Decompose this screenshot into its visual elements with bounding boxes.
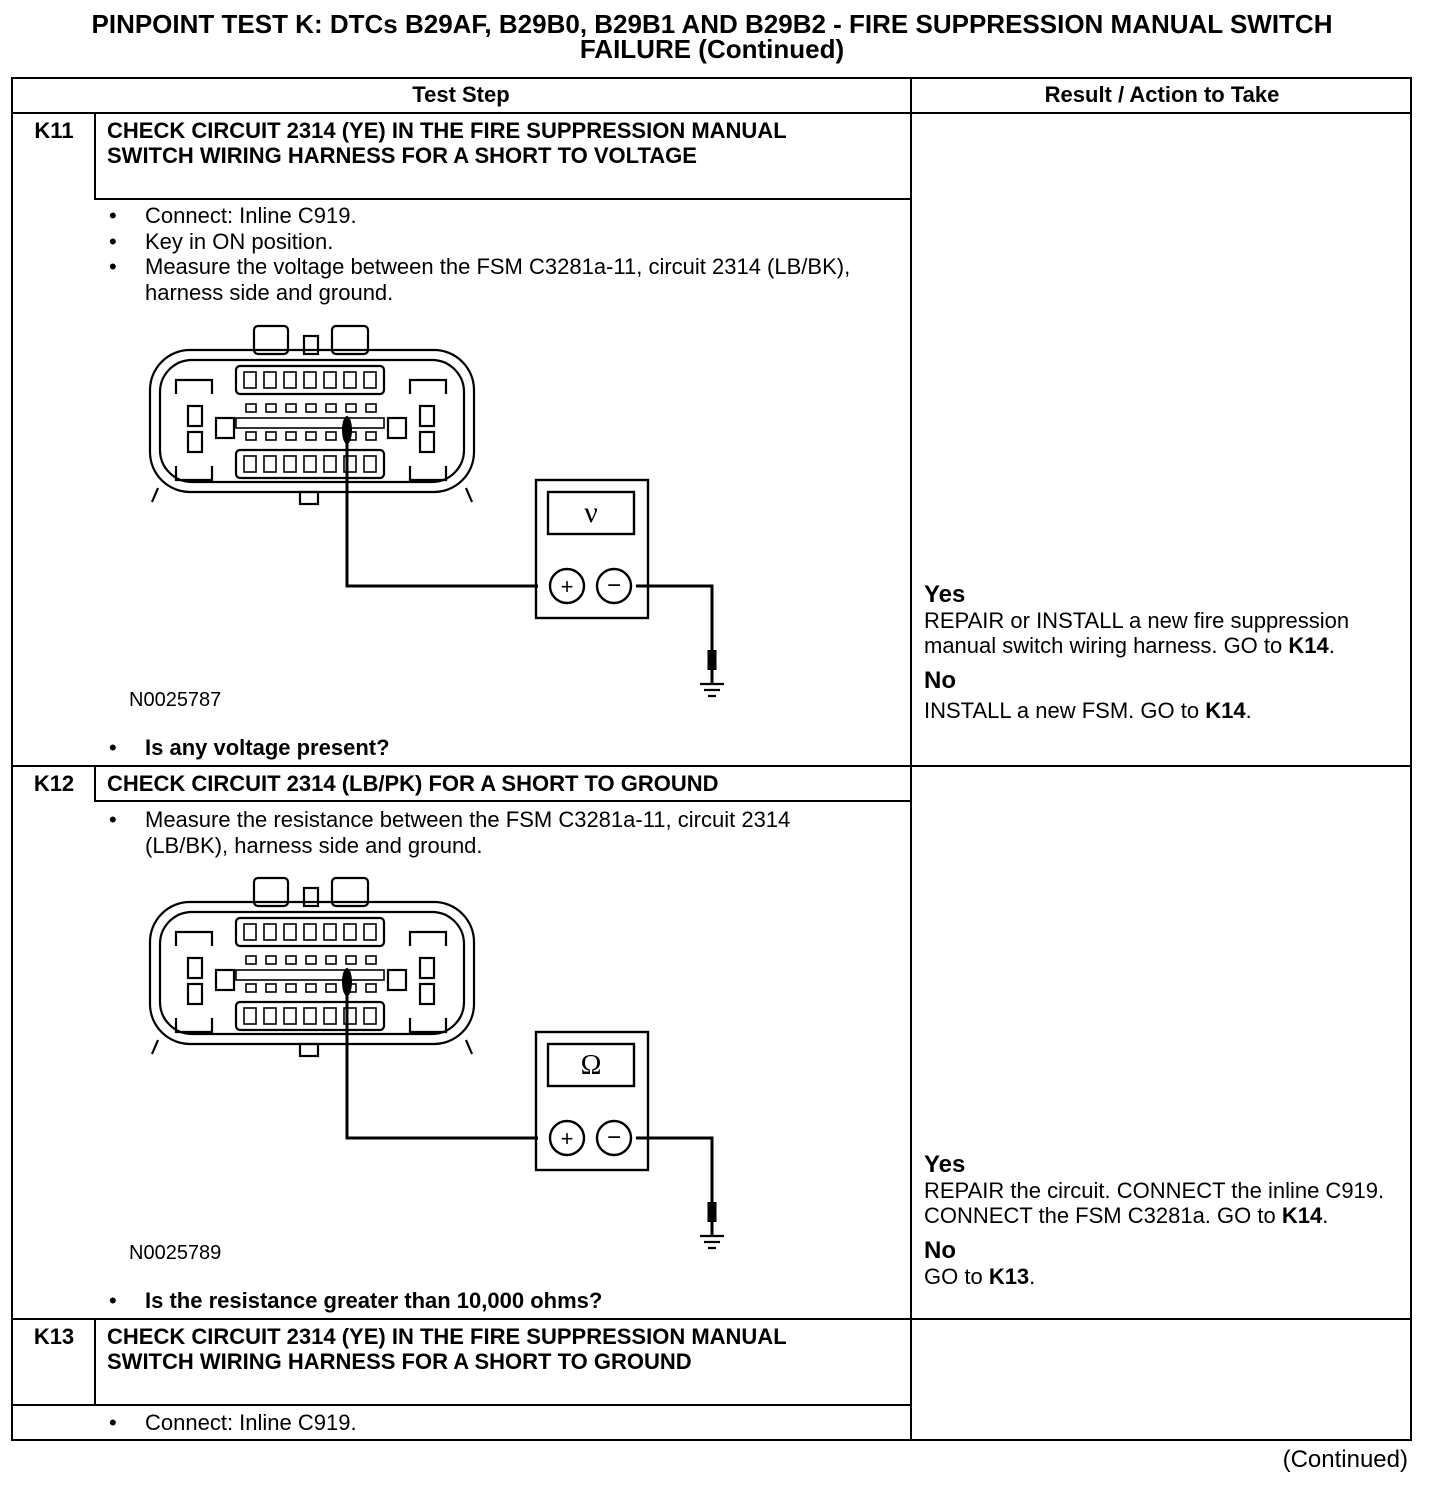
- step-title-k12: CHECK CIRCUIT 2314 (LB/PK) FOR A SHORT T…: [107, 771, 719, 796]
- fsm-connector-c3281a: [148, 324, 476, 506]
- ohmmeter-symbol: Ω: [581, 1050, 602, 1081]
- instruction-item: Measure the voltage between the FSM C328…: [107, 254, 867, 305]
- k11-id-divider: [94, 112, 96, 200]
- yes-action: REPAIR or INSTALL a new fire suppression…: [924, 608, 1350, 658]
- connector-voltmeter-diagram-k11: ν + −: [148, 324, 724, 698]
- yes-label: Yes: [924, 1151, 966, 1178]
- page-title: PINPOINT TEST K: DTCs B29AF, B29B0, B29B…: [12, 9, 1412, 64]
- title-line-1: PINPOINT TEST K: DTCs B29AF, B29B0, B29B…: [91, 9, 1333, 39]
- instruction-item: Measure the resistance between the FSM C…: [107, 807, 847, 858]
- step-instructions-k13: Connect: Inline C919.: [107, 1410, 897, 1436]
- connector-ohmmeter-diagram-k12: Ω + −: [148, 876, 724, 1250]
- k12-row-divider: [11, 1318, 1412, 1320]
- no-goto-link[interactable]: K14: [1205, 698, 1246, 723]
- plus-terminal: +: [561, 1126, 574, 1151]
- k11-row-divider: [11, 765, 1412, 767]
- yes-action-text: REPAIR or INSTALL a new fire suppression…: [924, 608, 1350, 658]
- question-k11: Is any voltage present?: [107, 735, 390, 761]
- continued-note: (Continued): [1282, 1446, 1408, 1473]
- no-label: No: [924, 667, 956, 694]
- result-k12: Yes REPAIR the circuit. CONNECT the inli…: [924, 1151, 1410, 1290]
- step-id-k13: K13: [33, 1324, 75, 1349]
- header-divider: [11, 112, 1412, 114]
- instruction-item: Connect: Inline C919.: [107, 1410, 897, 1436]
- instruction-item: Key in ON position.: [107, 229, 867, 255]
- plus-terminal: +: [561, 574, 574, 599]
- probe-tip: [342, 416, 352, 444]
- column-divider: [910, 77, 912, 1441]
- minus-terminal: −: [607, 572, 621, 599]
- minus-terminal: −: [607, 1124, 621, 1151]
- instruction-item: Connect: Inline C919.: [107, 203, 867, 229]
- k12-id-divider: [94, 765, 96, 802]
- k11-title-divider: [94, 198, 911, 200]
- step-title-k13: CHECK CIRCUIT 2314 (YE) IN THE FIRE SUPP…: [107, 1324, 787, 1374]
- step-title-k11: CHECK CIRCUIT 2314 (YE) IN THE FIRE SUPP…: [107, 118, 787, 168]
- test-lead-wiring: [345, 972, 724, 1250]
- yes-action-text: REPAIR the circuit. CONNECT the inline C…: [924, 1178, 1385, 1228]
- step-instructions-k11: Connect: Inline C919. Key in ON position…: [107, 203, 867, 305]
- figure-id-k12: N0025789: [129, 1242, 222, 1264]
- header-test-step: Test Step: [412, 82, 510, 107]
- yes-action: REPAIR the circuit. CONNECT the inline C…: [924, 1178, 1385, 1228]
- header-result-action: Result / Action to Take: [1044, 82, 1280, 107]
- test-lead-wiring: [345, 420, 724, 698]
- step-id-k12: K12: [33, 771, 75, 796]
- yes-goto-link[interactable]: K14: [1288, 633, 1329, 658]
- connector-pin-grid: [235, 923, 385, 1025]
- figure-id-k11: N0025787: [129, 689, 222, 711]
- result-k11: Yes REPAIR or INSTALL a new fire suppres…: [924, 581, 1410, 724]
- yes-goto-link[interactable]: K14: [1281, 1203, 1323, 1228]
- voltmeter-symbol: ν: [584, 496, 598, 529]
- step-id-k11: K11: [34, 118, 74, 143]
- k12-title-divider: [94, 800, 911, 802]
- k13-title-divider: [11, 1404, 911, 1406]
- ohmmeter: [534, 1030, 650, 1172]
- no-action: GO to K13.: [924, 1264, 1036, 1289]
- title-line-2: FAILURE (Continued): [579, 34, 845, 64]
- no-label: No: [924, 1237, 956, 1264]
- no-action-text: INSTALL a new FSM. GO to: [924, 698, 1200, 723]
- k13-id-divider: [94, 1318, 96, 1406]
- no-action-text: GO to: [924, 1264, 983, 1289]
- question-k12: Is the resistance greater than 10,000 oh…: [107, 1288, 602, 1314]
- fsm-connector-c3281a: [148, 876, 476, 1058]
- yes-label: Yes: [924, 581, 966, 608]
- probe-tip: [342, 968, 352, 996]
- step-instructions-k12: Measure the resistance between the FSM C…: [107, 807, 847, 858]
- no-goto-link[interactable]: K13: [988, 1264, 1030, 1289]
- pinpoint-table: [11, 77, 1412, 1441]
- no-action: INSTALL a new FSM. GO to K14.: [924, 698, 1252, 723]
- voltmeter: [534, 478, 650, 620]
- connector-pin-grid: [235, 371, 385, 473]
